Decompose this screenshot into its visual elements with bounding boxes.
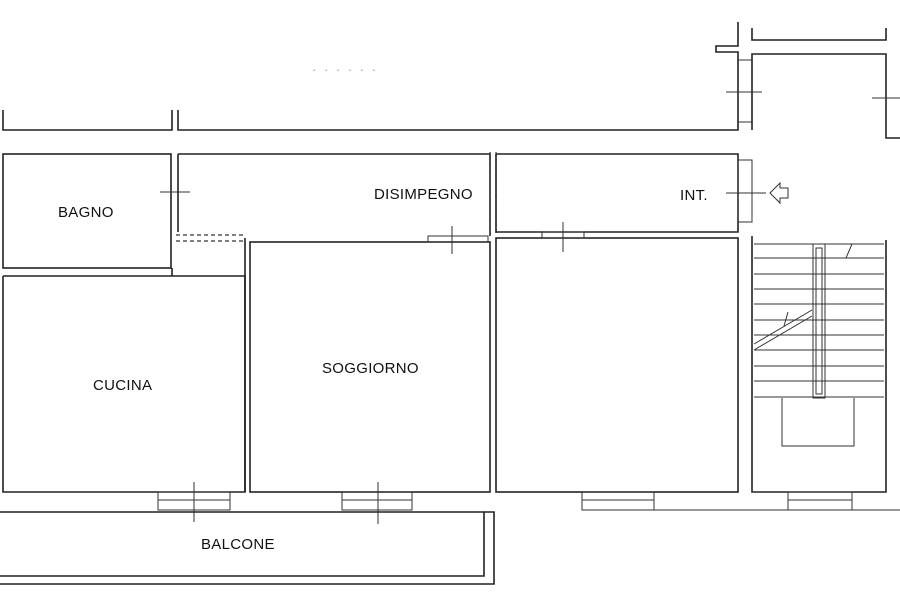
room-unlabeled (495, 222, 739, 511)
stairwell (751, 28, 900, 511)
label-cucina: CUCINA (93, 377, 152, 394)
stair-steps (754, 243, 884, 398)
label-soggiorno: SOGGIORNO (322, 360, 419, 377)
top-wall (2, 22, 762, 131)
room-cucina (2, 238, 246, 522)
room-balcone (0, 509, 900, 585)
faint-text-mark: · · · · · · (312, 62, 378, 77)
entrance-arrow-icon (769, 181, 789, 205)
label-ingresso: INT. (680, 187, 708, 204)
label-bagno: BAGNO (58, 204, 114, 221)
room-ingresso (495, 153, 753, 233)
label-disimpegno: DISIMPEGNO (374, 186, 473, 203)
label-balcone: BALCONE (201, 536, 275, 553)
room-soggiorno (249, 226, 491, 524)
room-bagno (2, 153, 172, 269)
